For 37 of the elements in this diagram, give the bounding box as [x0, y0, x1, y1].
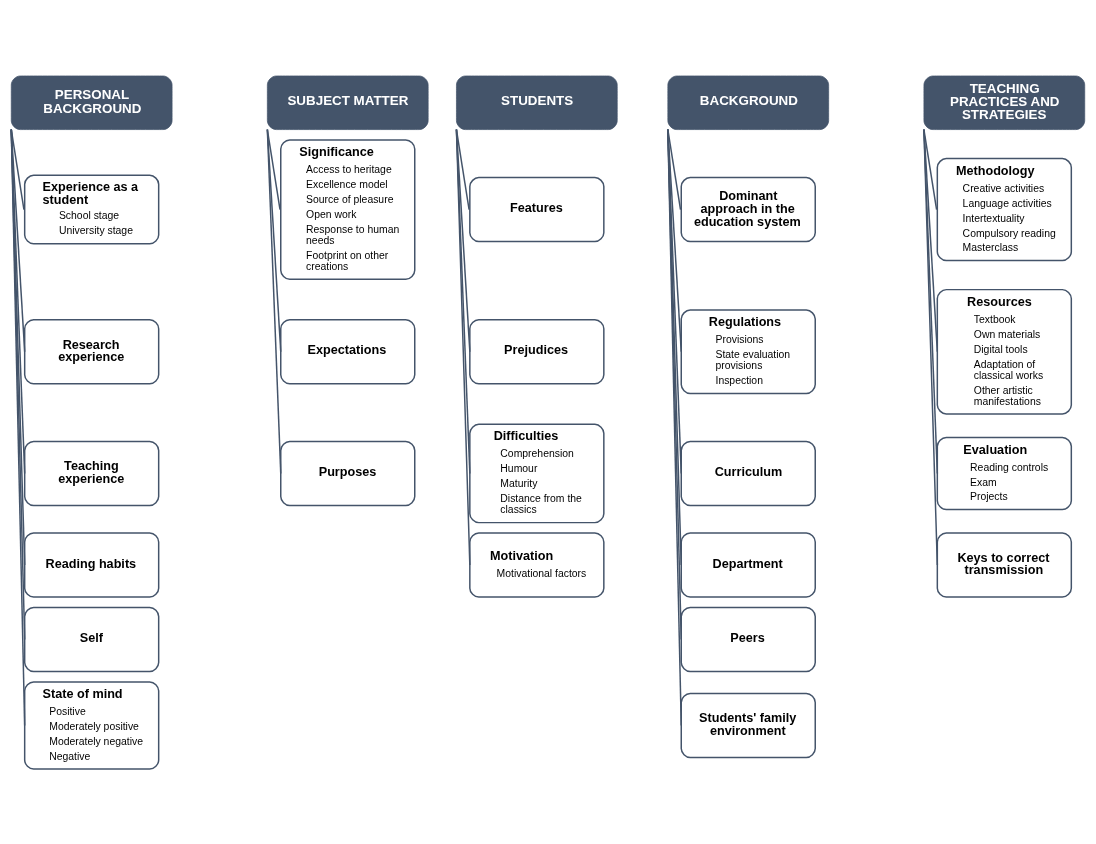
connector	[923, 128, 939, 566]
node-box: Significance Access to heritage Excellence model Source of pleasure Open work Response to human needs Footprint on other creations	[280, 138, 416, 280]
node-box: Features	[469, 176, 605, 242]
connector	[923, 128, 939, 474]
node-box: Students' family environment	[680, 692, 816, 758]
node-box: Purposes	[280, 440, 416, 506]
node-box: Expectations	[280, 318, 416, 385]
connector	[923, 128, 938, 210]
node-box: TEACHING PRACTICES AND STRATEGIES	[923, 75, 1086, 130]
node-box: Research experience	[23, 318, 160, 385]
connector	[266, 128, 282, 474]
node-box: Dominant approach in the education system	[680, 176, 816, 242]
node-box: Keys to correct transmission	[936, 531, 1073, 598]
node-box: Teaching experience	[23, 440, 160, 506]
connector	[455, 128, 471, 566]
node-box: Department	[680, 531, 816, 598]
node-box: Difficulties Comprehension Humour Maturity Distance from the classics	[469, 423, 605, 523]
node-box: Methodology Creative activities Language activities Intertextuality Compulsory reading Masterclass	[936, 157, 1073, 261]
connector	[923, 128, 939, 353]
connector	[667, 128, 682, 210]
node-box: Peers	[680, 606, 816, 672]
node-box: State of mind Positive Moderately positive Moderately negative Negative	[23, 680, 160, 770]
connector	[667, 128, 682, 474]
node-box: Resources Textbook Own materials Digital tools Adaptation of classical works Other artistic manifestations	[936, 288, 1073, 415]
node-box: Evaluation Reading controls Exam Projects	[936, 436, 1073, 510]
connector	[667, 128, 682, 353]
node-box: Prejudices	[469, 318, 605, 385]
node-box: PERSONAL BACKGROUND	[10, 75, 173, 130]
node-box: Curriculum	[680, 440, 816, 506]
node-box: STUDENTS	[456, 75, 618, 130]
node-box: Experience as a student School stage University stage	[23, 174, 160, 245]
node-box: Self	[23, 606, 160, 672]
node-box: SUBJECT MATTER	[267, 75, 429, 130]
node-box: BACKGROUND	[667, 75, 829, 130]
node-box: Regulations Provisions State evaluation provisions Inspection	[680, 308, 816, 394]
node-box: Reading habits	[23, 531, 160, 598]
node-box: Motivation Motivational factors	[469, 531, 605, 598]
